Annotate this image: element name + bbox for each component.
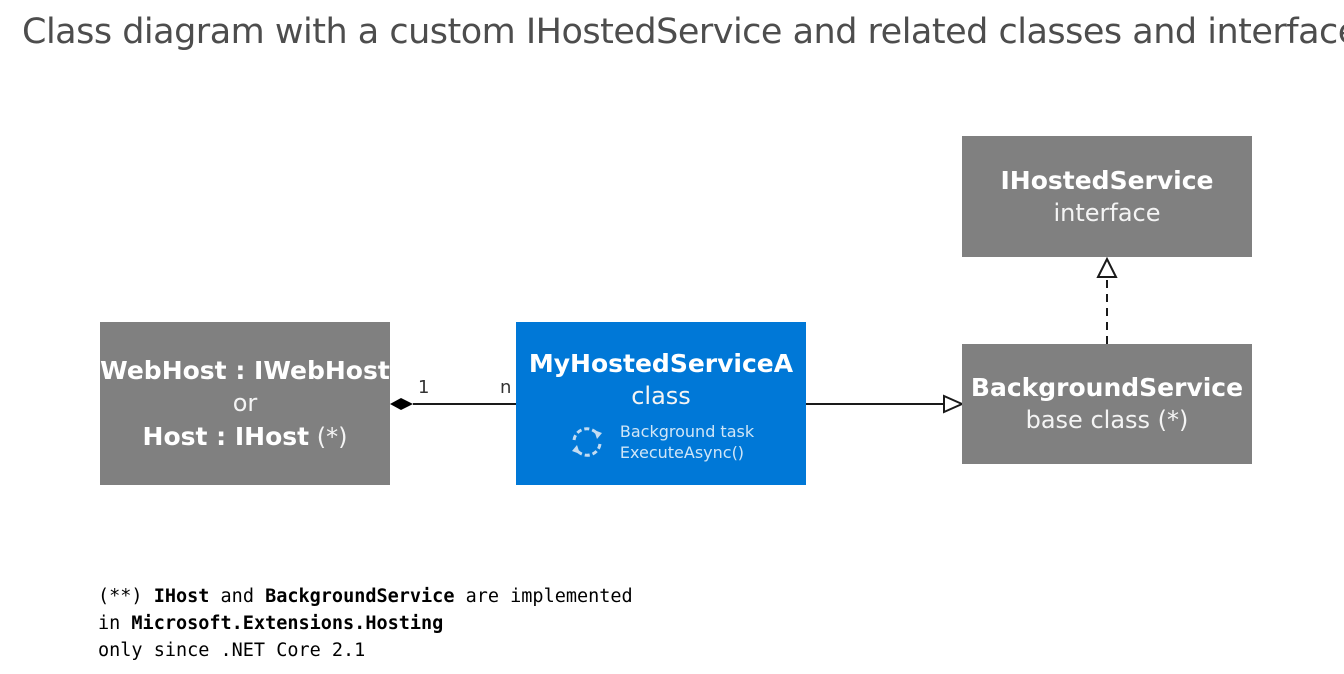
task-method: ExecuteAsync() (619, 443, 745, 462)
backgroundservice-box: BackgroundService base class (*) (962, 344, 1252, 464)
host-name: Host : IHost (142, 421, 310, 451)
refresh-icon (571, 427, 602, 457)
background-task: Background task ExecuteAsync() (568, 421, 754, 463)
footnote: (**) IHost and BackgroundService are imp… (98, 583, 633, 664)
webhost-box: WebHost : IWebHost or Host : IHost (*) (100, 322, 390, 485)
footnote-and: and (209, 586, 266, 607)
realization-arrowhead (1096, 256, 1118, 278)
footnote-term-backgroundservice: BackgroundService (265, 586, 455, 607)
inheritance-arrowhead (943, 394, 965, 414)
task-label: Background task (619, 422, 755, 441)
myhostedservice-box: MyHostedServiceA class Background task E… (516, 322, 806, 485)
host-line: Host : IHost (*) (143, 420, 348, 454)
footnote-in: in (98, 613, 132, 634)
webhost-name: WebHost : IWebHost (100, 355, 390, 385)
footnote-term-namespace: Microsoft.Extensions.Hosting (131, 613, 444, 634)
composition-diamond (390, 398, 413, 410)
webhost-or: or (232, 388, 258, 417)
footnote-version: only since .NET Core 2.1 (98, 640, 366, 661)
ihostedservice-box: IHostedService interface (962, 136, 1252, 257)
myhostedservice-name: MyHostedServiceA (528, 349, 794, 378)
ihostedservice-kind: interface (1053, 198, 1161, 227)
multiplicity-one: 1 (418, 377, 430, 398)
footnote-rest: are implemented (454, 586, 633, 607)
backgroundservice-kind: base class (*) (1025, 406, 1189, 434)
host-note: (*) (309, 422, 348, 451)
task-text: Background task ExecuteAsync() (620, 421, 754, 463)
footnote-prefix: (**) (98, 586, 154, 607)
backgroundservice-name: BackgroundService (970, 373, 1244, 402)
footnote-term-ihost: IHost (153, 586, 210, 607)
multiplicity-many: n (500, 377, 512, 398)
diagram-title: Class diagram with a custom IHostedServi… (22, 12, 1344, 52)
myhostedservice-kind: class (631, 382, 691, 410)
ihostedservice-name: IHostedService (1000, 165, 1214, 195)
